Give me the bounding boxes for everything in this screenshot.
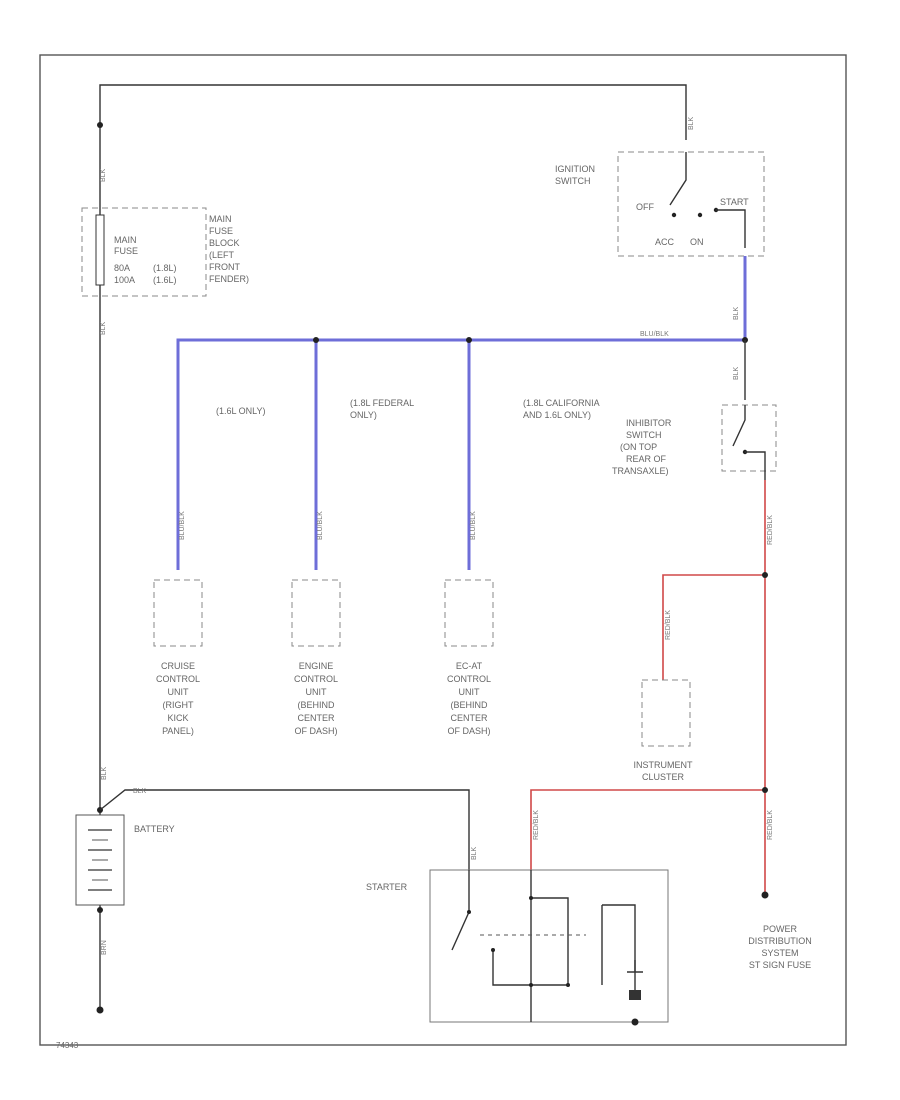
svg-text:BLU/BLK: BLU/BLK (179, 511, 186, 540)
diagram-frame (39, 54, 847, 1046)
ignition-switch: IGNITION SWITCH OFF START ACC ON BLK (555, 151, 765, 320)
svg-text:DISTRIBUTION: DISTRIBUTION (748, 936, 812, 946)
svg-text:EC-AT: EC-AT (456, 661, 483, 671)
svg-text:(LEFT: (LEFT (209, 250, 235, 260)
engine-control-unit: ENGINE CONTROL UNIT (BEHIND CENTER OF DA… (291, 579, 341, 736)
starter-signal-wiring: RED/BLK RED/BLK RED/BLK RED/BLK (530, 480, 774, 899)
svg-text:START: START (720, 197, 749, 207)
svg-text:(1.6L ONLY): (1.6L ONLY) (216, 406, 266, 416)
ignition-bus: BLU/BLK BLU/BLK BLU/BLK BLU/BLK (176, 256, 748, 570)
svg-text:BLK: BLK (133, 788, 147, 795)
svg-text:MAIN: MAIN (209, 214, 232, 224)
svg-text:(ON TOP: (ON TOP (620, 442, 657, 452)
svg-text:IGNITION: IGNITION (555, 164, 595, 174)
svg-text:OF DASH): OF DASH) (294, 726, 337, 736)
svg-text:ON: ON (690, 237, 704, 247)
svg-text:(1.8L): (1.8L) (153, 263, 177, 273)
svg-text:(1.8L CALIFORNIA: (1.8L CALIFORNIA (523, 398, 600, 408)
svg-text:KICK: KICK (167, 713, 188, 723)
svg-text:BLK: BLK (101, 766, 108, 780)
svg-text:INSTRUMENT: INSTRUMENT (634, 760, 693, 770)
svg-text:CRUISE: CRUISE (161, 661, 195, 671)
starter: STARTER (366, 869, 669, 1026)
svg-text:FRONT: FRONT (209, 262, 240, 272)
svg-text:BLK: BLK (471, 846, 478, 860)
svg-text:PANEL): PANEL) (162, 726, 194, 736)
svg-text:ONLY): ONLY) (350, 410, 377, 420)
svg-text:CLUSTER: CLUSTER (642, 772, 685, 782)
svg-text:BLU/BLK: BLU/BLK (317, 511, 324, 540)
svg-text:RED/BLK: RED/BLK (665, 610, 672, 640)
svg-text:SWITCH: SWITCH (626, 430, 662, 440)
svg-text:ST SIGN FUSE: ST SIGN FUSE (749, 960, 811, 970)
svg-text:ENGINE: ENGINE (299, 661, 334, 671)
svg-text:BLOCK: BLOCK (209, 238, 240, 248)
svg-text:(RIGHT: (RIGHT (163, 700, 194, 710)
svg-text:REAR OF: REAR OF (626, 454, 667, 464)
svg-text:(BEHIND: (BEHIND (297, 700, 335, 710)
figure-id: 74343 (56, 1041, 79, 1050)
svg-text:MAIN: MAIN (114, 235, 137, 245)
svg-text:FUSE: FUSE (114, 246, 138, 256)
svg-text:TRANSAXLE): TRANSAXLE) (612, 466, 669, 476)
svg-text:BLK: BLK (733, 366, 740, 380)
svg-text:100A: 100A (114, 275, 135, 285)
top-power-wire: BLK BLK (97, 84, 695, 1010)
svg-text:OFF: OFF (636, 202, 654, 212)
svg-text:UNIT: UNIT (168, 687, 189, 697)
svg-text:FUSE: FUSE (209, 226, 233, 236)
svg-text:CONTROL: CONTROL (294, 674, 338, 684)
power-distribution-label: POWER DISTRIBUTION SYSTEM ST SIGN FUSE (748, 924, 812, 970)
svg-text:RED/BLK: RED/BLK (767, 515, 774, 545)
svg-text:STARTER: STARTER (366, 882, 408, 892)
inhibitor-switch: BLK INHIBITOR SWITCH (ON TOP REAR OF TRA… (612, 340, 777, 480)
ecat-control-unit: EC-AT CONTROL UNIT (BEHIND CENTER OF DAS… (444, 579, 494, 736)
svg-text:CENTER: CENTER (297, 713, 335, 723)
svg-text:BATTERY: BATTERY (134, 824, 175, 834)
svg-text:(1.6L): (1.6L) (153, 275, 177, 285)
cruise-control-unit: CRUISE CONTROL UNIT (RIGHT KICK PANEL) (153, 579, 203, 736)
svg-text:BLK: BLK (100, 168, 107, 182)
svg-text:CONTROL: CONTROL (447, 674, 491, 684)
main-fuse-block: MAIN FUSE 80A 100A (1.8L) (1.6L) MAIN FU… (81, 207, 249, 335)
svg-text:BLK: BLK (688, 116, 695, 130)
svg-text:BLK: BLK (100, 321, 107, 335)
svg-text:(1.8L FEDERAL: (1.8L FEDERAL (350, 398, 414, 408)
svg-text:UNIT: UNIT (306, 687, 327, 697)
instrument-cluster: INSTRUMENT CLUSTER (634, 679, 693, 782)
svg-text:OF DASH): OF DASH) (447, 726, 490, 736)
svg-text:SWITCH: SWITCH (555, 176, 591, 186)
svg-text:SYSTEM: SYSTEM (761, 948, 798, 958)
svg-text:UNIT: UNIT (459, 687, 480, 697)
battery: BLK BLK BLK BATTERY BRN (75, 766, 478, 1014)
svg-text:ACC: ACC (655, 237, 675, 247)
svg-text:BRN: BRN (101, 940, 108, 955)
svg-text:AND 1.6L ONLY): AND 1.6L ONLY) (523, 410, 591, 420)
svg-text:FENDER): FENDER) (209, 274, 249, 284)
svg-text:CENTER: CENTER (450, 713, 488, 723)
svg-text:POWER: POWER (763, 924, 798, 934)
svg-text:BLK: BLK (733, 306, 740, 320)
svg-text:INHIBITOR: INHIBITOR (626, 418, 672, 428)
svg-text:BLU/BLK: BLU/BLK (470, 511, 477, 540)
svg-text:(BEHIND: (BEHIND (450, 700, 488, 710)
svg-text:BLU/BLK: BLU/BLK (640, 331, 669, 338)
svg-text:RED/BLK: RED/BLK (767, 810, 774, 840)
main-fuse-box (81, 207, 207, 297)
svg-text:RED/BLK: RED/BLK (533, 810, 540, 840)
svg-text:CONTROL: CONTROL (156, 674, 200, 684)
svg-text:80A: 80A (114, 263, 130, 273)
